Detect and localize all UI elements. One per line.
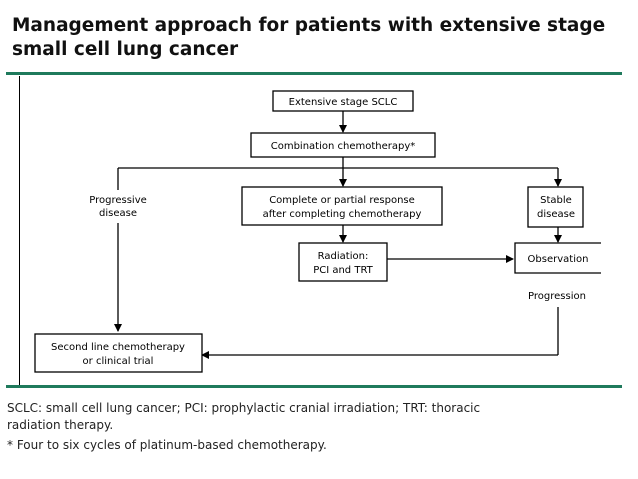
label-radiation-2: PCI and TRT <box>313 265 373 276</box>
box-stable <box>527 186 584 228</box>
label-response-1: Complete or partial response <box>269 195 415 206</box>
title-line-1: Management approach for patients with ex… <box>12 15 606 36</box>
footnote-line-2: radiation therapy. <box>7 418 114 432</box>
label-progressive-2: disease <box>99 208 137 219</box>
label-stable-2: disease <box>537 209 575 220</box>
footnote-line-1: SCLC: small cell lung cancer; PCI: proph… <box>7 401 481 415</box>
boxes <box>34 90 601 373</box>
top-rule <box>6 72 622 75</box>
title-line-2: small cell lung cancer <box>12 39 239 60</box>
label-progression: Progression <box>528 291 586 302</box>
label-response-2: after completing chemotherapy <box>263 209 422 220</box>
box-response <box>241 186 443 226</box>
box-extensive <box>272 90 414 112</box>
box-observation <box>514 242 601 274</box>
labels: Extensive stage SCLC Combination chemoth… <box>51 97 588 367</box>
box-secondline <box>34 333 203 373</box>
connectors <box>114 111 562 359</box>
box-combination <box>250 132 436 158</box>
page-title: Management approach for patients with ex… <box>12 14 632 62</box>
bottom-rule <box>6 385 622 388</box>
footnote-asterisk: * Four to six cycles of platinum-based c… <box>7 437 627 454</box>
label-observation: Observation <box>528 254 589 265</box>
frame-left-border <box>19 76 20 385</box>
label-radiation-1: Radiation: <box>318 251 369 262</box>
label-extensive: Extensive stage SCLC <box>289 97 398 108</box>
label-secondline-1: Second line chemotherapy <box>51 342 185 353</box>
footnote-abbreviations: SCLC: small cell lung cancer; PCI: proph… <box>7 400 627 434</box>
label-secondline-2: or clinical trial <box>83 356 154 367</box>
label-stable-1: Stable <box>540 195 572 206</box>
label-progressive-1: Progressive <box>89 195 147 206</box>
footnote-line-3: * Four to six cycles of platinum-based c… <box>7 438 327 452</box>
box-radiation <box>298 242 388 282</box>
label-combination: Combination chemotherapy* <box>271 141 416 152</box>
